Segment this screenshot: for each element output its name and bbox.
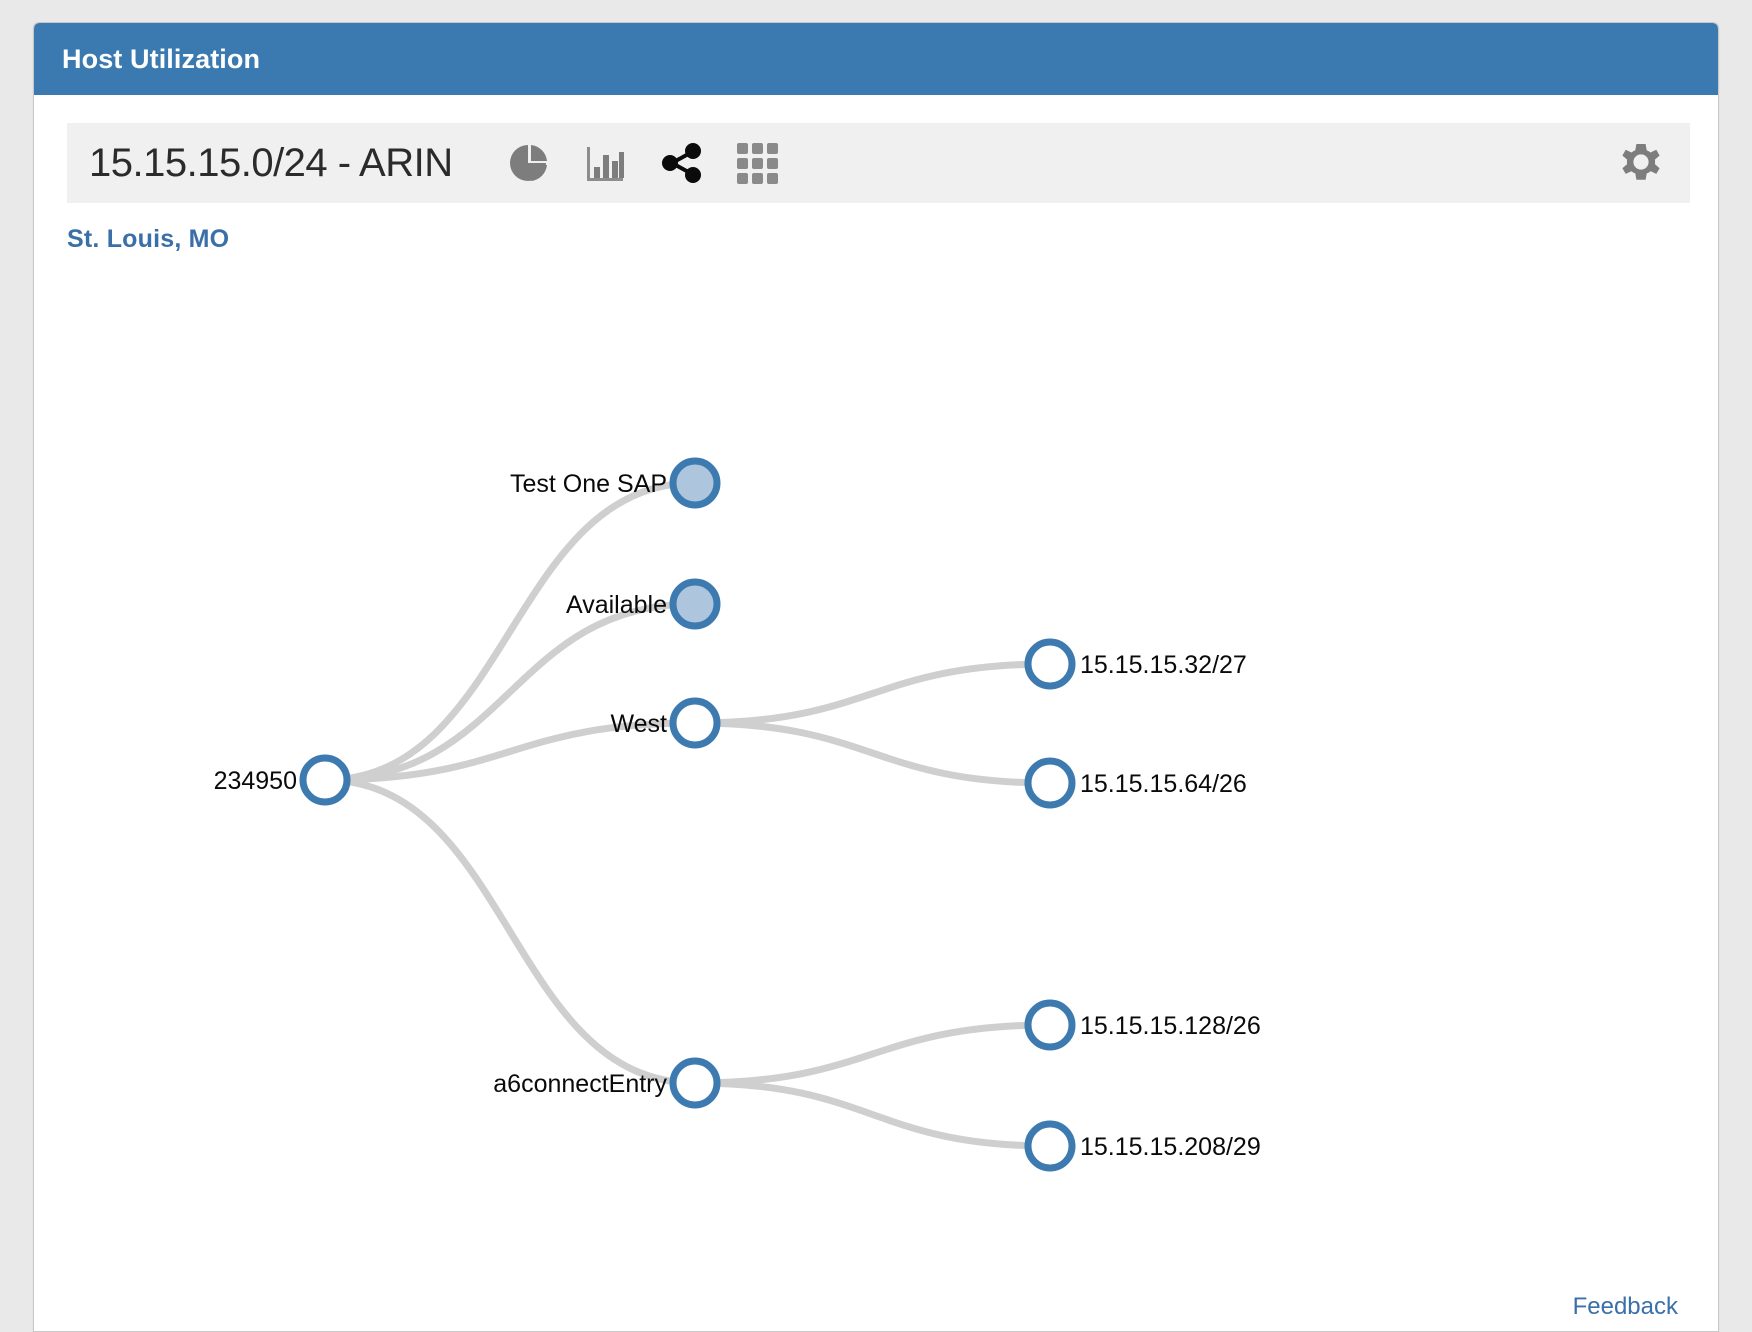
share-network-icon[interactable] bbox=[659, 141, 705, 185]
tree-node-label: a6connectEntry bbox=[493, 1070, 667, 1098]
grid-cell bbox=[751, 157, 763, 169]
feedback-link[interactable]: Feedback bbox=[1572, 1293, 1678, 1320]
view-mode-icons bbox=[507, 141, 778, 185]
tree-node-circle[interactable] bbox=[1024, 1120, 1076, 1172]
tree-link bbox=[321, 479, 699, 784]
tree-node[interactable]: West bbox=[611, 697, 721, 749]
grid-cell bbox=[766, 172, 778, 184]
tree-link bbox=[321, 719, 699, 784]
panel-header: Host Utilization bbox=[34, 23, 1718, 95]
tree-node-circle[interactable] bbox=[1024, 638, 1076, 690]
bar-chart-icon[interactable] bbox=[583, 141, 627, 185]
pie-chart-icon[interactable] bbox=[507, 141, 551, 185]
tree-node[interactable]: Available bbox=[566, 578, 721, 630]
tree-node-label: Test One SAP bbox=[510, 470, 667, 498]
view-toolbar: 15.15.15.0/24 - ARIN bbox=[67, 123, 1690, 203]
grid-cell bbox=[766, 142, 778, 154]
grid-cell bbox=[751, 142, 763, 154]
tree-node-label: 234950 bbox=[214, 767, 297, 795]
grid-cell bbox=[736, 172, 748, 184]
tree-node[interactable]: 15.15.15.208/29 bbox=[1024, 1120, 1261, 1172]
tree-node-label: 15.15.15.64/26 bbox=[1080, 770, 1247, 798]
tree-link bbox=[691, 1021, 1054, 1087]
tree-link bbox=[691, 719, 1054, 787]
tree-node[interactable]: 234950 bbox=[214, 754, 351, 806]
tree-node[interactable]: a6connectEntry bbox=[493, 1057, 721, 1109]
tree-node-circle[interactable] bbox=[669, 578, 721, 630]
app-window: Host Utilization 15.15.15.0/24 - ARIN bbox=[33, 22, 1719, 1332]
host-utilization-panel: Host Utilization 15.15.15.0/24 - ARIN bbox=[33, 22, 1719, 1332]
tree-node-label: 15.15.15.32/27 bbox=[1080, 651, 1247, 679]
tree-node[interactable]: Test One SAP bbox=[510, 457, 721, 509]
tree-node[interactable]: 15.15.15.128/26 bbox=[1024, 999, 1261, 1051]
gear-icon[interactable] bbox=[1614, 136, 1668, 190]
tree-link bbox=[321, 776, 699, 1087]
grid-cell bbox=[736, 142, 748, 154]
panel-body: 15.15.15.0/24 - ARIN bbox=[34, 95, 1718, 1245]
tree-node-circle[interactable] bbox=[1024, 757, 1076, 809]
grid-icon[interactable] bbox=[736, 142, 778, 184]
network-title: 15.15.15.0/24 - ARIN bbox=[89, 140, 453, 185]
tree-node[interactable]: 15.15.15.64/26 bbox=[1024, 757, 1247, 809]
grid-cell bbox=[766, 157, 778, 169]
tree-node-circle[interactable] bbox=[669, 697, 721, 749]
tree-node-circle[interactable] bbox=[669, 1057, 721, 1109]
tree-link bbox=[321, 600, 699, 784]
grid-cell bbox=[751, 172, 763, 184]
tree-node[interactable]: 15.15.15.32/27 bbox=[1024, 638, 1247, 690]
tree-node-circle[interactable] bbox=[299, 754, 351, 806]
tree-node-label: Available bbox=[566, 591, 667, 619]
tree-node-label: 15.15.15.208/29 bbox=[1080, 1133, 1261, 1161]
location-subtitle: St. Louis, MO bbox=[67, 225, 230, 253]
page-title: Host Utilization bbox=[62, 43, 261, 74]
tree-node-label: 15.15.15.128/26 bbox=[1080, 1012, 1261, 1040]
tree-node-label: West bbox=[611, 710, 668, 738]
tree-node-circle[interactable] bbox=[1024, 999, 1076, 1051]
tree-link bbox=[691, 1079, 1054, 1150]
tree-node-circle[interactable] bbox=[669, 457, 721, 509]
tree-link bbox=[691, 660, 1054, 727]
grid-cell bbox=[736, 157, 748, 169]
